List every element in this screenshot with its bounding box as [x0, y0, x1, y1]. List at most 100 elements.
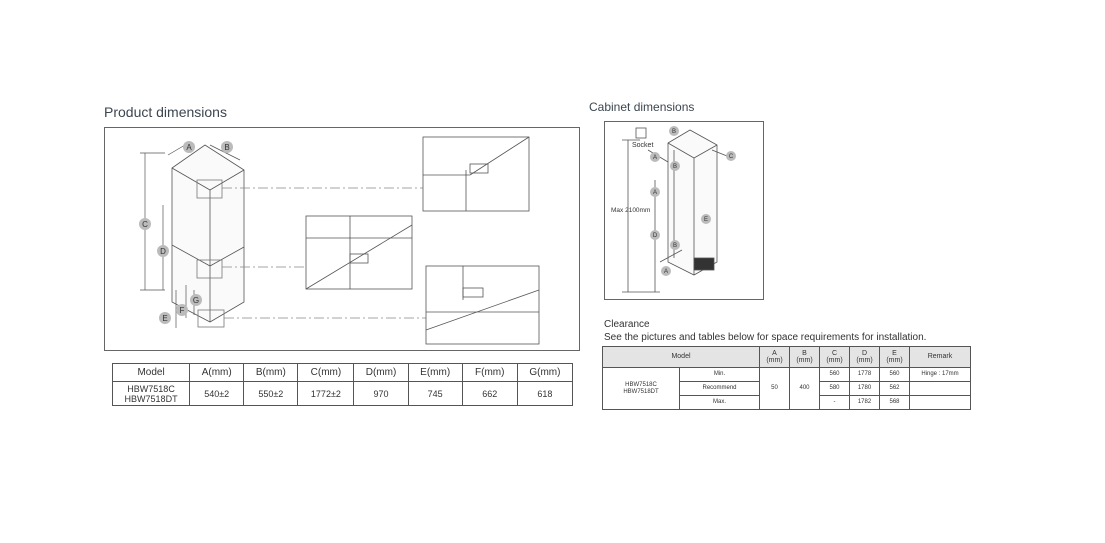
table-row: Max. - 1782 568	[603, 395, 971, 410]
product-value-b: 550±2	[243, 381, 299, 406]
cab-marker-a-top	[650, 152, 660, 162]
product-header-f: F(mm)	[461, 363, 518, 382]
product-dimensions-title: Product dimensions	[104, 104, 227, 120]
clearance-remark: Hinge : 17mm	[909, 367, 971, 382]
clearance-header-a-letter: A	[772, 349, 777, 357]
product-header-b: B(mm)	[243, 363, 299, 382]
socket-label: Socket	[632, 142, 653, 149]
marker-f-label: F	[180, 306, 185, 315]
product-value-f: 662	[461, 381, 518, 406]
clearance-remark	[909, 381, 971, 396]
product-value-d: 970	[353, 381, 409, 406]
cab-marker-b-top	[669, 126, 679, 136]
fridge-outline	[171, 144, 245, 328]
clearance-value-b: 400	[789, 367, 820, 410]
clearance-model-line1: HBW7518C	[625, 382, 657, 389]
marker-c-label: C	[142, 220, 148, 229]
clearance-value-d: 1782	[849, 395, 880, 410]
clearance-value-d: 1778	[849, 367, 880, 382]
clearance-header-row: Model A (mm) B (mm) C (mm) D (mm) E (mm)…	[602, 346, 971, 368]
product-header-a: A(mm)	[189, 363, 245, 382]
clearance-title: Clearance	[604, 319, 650, 330]
clearance-row-label: Max.	[679, 395, 760, 410]
clearance-header-e-unit: (mm)	[886, 357, 903, 364]
clearance-header-b-unit: (mm)	[796, 357, 813, 364]
cabinet-dimension-markers	[650, 126, 736, 276]
product-model-cell: HBW7518C HBW7518DT	[111, 381, 191, 406]
clearance-row-label: Min.	[679, 367, 760, 382]
leader-lines	[222, 187, 426, 319]
clearance-table: Model A (mm) B (mm) C (mm) D (mm) E (mm)…	[602, 346, 971, 410]
clearance-header-e: E (mm)	[879, 346, 910, 368]
cab-marker-e	[701, 214, 711, 224]
cabinet-outline	[622, 127, 733, 293]
product-header-c: C(mm)	[297, 363, 355, 382]
cab-marker-b-mid-label: B	[673, 164, 677, 170]
marker-f	[176, 304, 188, 316]
table-row: Recommend 580 1780 562	[603, 381, 971, 396]
clearance-header-d: D (mm)	[849, 346, 880, 368]
marker-d	[157, 245, 169, 257]
clearance-value-c: -	[819, 395, 850, 410]
detail-box-contents	[305, 136, 540, 331]
product-model-line2: HBW7518DT	[124, 393, 178, 404]
product-dimensions-table: Model A(mm) B(mm) C(mm) D(mm) E(mm) F(mm…	[111, 363, 574, 406]
max-height-label: Max 2100mm	[611, 207, 650, 214]
product-table-header-row: Model A(mm) B(mm) C(mm) D(mm) E(mm) F(mm…	[111, 363, 574, 382]
table-row: HBW7518C HBW7518DT 540±2 550±2 1772±2 97…	[111, 381, 574, 406]
product-dimension-markers	[139, 141, 233, 324]
product-header-e: E(mm)	[407, 363, 463, 382]
clearance-header-model: Model	[602, 346, 760, 368]
clearance-header-b-letter: B	[802, 349, 807, 357]
clearance-header-c-letter: C	[831, 349, 838, 357]
product-marker-labels: A B C D E F G	[142, 143, 230, 323]
marker-d-label: D	[160, 247, 166, 256]
marker-b	[221, 141, 233, 153]
cab-marker-e-label: E	[704, 217, 708, 223]
table-row: HBW7518C HBW7518DT Min. 50 400 560 1778 …	[602, 367, 971, 410]
product-value-g: 618	[516, 381, 574, 406]
cab-marker-b-low-label: B	[673, 243, 677, 249]
clearance-value-c: 580	[819, 381, 850, 396]
clearance-remark	[909, 395, 971, 410]
cab-marker-b-mid	[670, 161, 680, 171]
cabinet-dimensions-title: Cabinet dimensions	[589, 100, 695, 114]
clearance-row-label: Recommend	[679, 381, 760, 396]
clearance-value-c: 560	[819, 367, 850, 382]
marker-a-label: A	[186, 143, 192, 152]
cab-marker-a-mid-label: A	[653, 190, 657, 196]
clearance-value-a: 50	[759, 367, 790, 410]
product-value-e: 745	[407, 381, 463, 406]
detail-boxes	[305, 136, 540, 345]
cab-marker-a-low-label: A	[664, 269, 668, 275]
clearance-header-c-unit: (mm)	[826, 357, 843, 364]
clearance-header-b: B (mm)	[789, 346, 820, 368]
clearance-header-d-letter: D	[861, 349, 868, 357]
cab-marker-b-top-label: B	[672, 129, 676, 135]
cab-marker-a-low	[661, 266, 671, 276]
clearance-value-d: 1780	[849, 381, 880, 396]
product-header-d: D(mm)	[353, 363, 409, 382]
cab-marker-a-top-label: A	[653, 155, 657, 161]
clearance-header-a-unit: (mm)	[766, 357, 783, 364]
marker-e	[159, 312, 171, 324]
cab-marker-c	[726, 151, 736, 161]
clearance-value-e: 560	[879, 367, 910, 382]
marker-b-label: B	[224, 143, 229, 152]
product-header-g: G(mm)	[516, 363, 574, 382]
clearance-model-cell: HBW7518C HBW7518DT	[602, 367, 680, 410]
product-value-a: 540±2	[189, 381, 245, 406]
cab-marker-a-mid	[650, 187, 660, 197]
product-diagram-frame	[104, 127, 580, 351]
marker-e-label: E	[162, 314, 167, 323]
clearance-value-e: 562	[879, 381, 910, 396]
product-header-model: Model	[111, 363, 191, 382]
marker-g-label: G	[193, 296, 199, 305]
marker-c	[139, 218, 151, 230]
cab-marker-d-label: D	[653, 233, 658, 239]
clearance-header-d-unit: (mm)	[856, 357, 873, 364]
product-value-c: 1772±2	[297, 381, 355, 406]
marker-a	[183, 141, 195, 153]
clearance-header-a: A (mm)	[759, 346, 790, 368]
